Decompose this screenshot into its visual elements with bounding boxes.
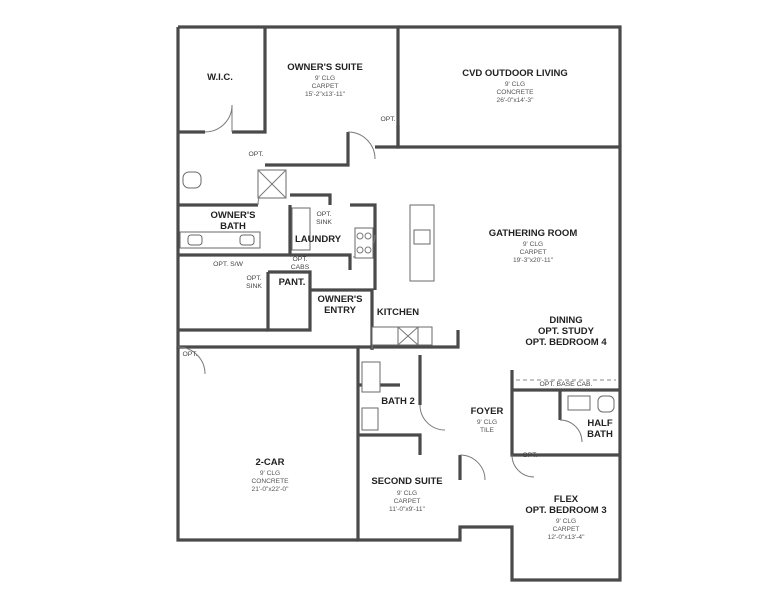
owners-entry-line2: ENTRY xyxy=(324,305,357,316)
gathering-size: 19'-3"x20'-11" xyxy=(513,257,554,264)
range xyxy=(354,227,374,259)
note-opt-garage-door: OPT. xyxy=(182,351,197,358)
note-opt-cabs-1: OPT. xyxy=(292,256,307,263)
half-bath-sink xyxy=(567,395,591,411)
room-owners-bath: OWNER'S BATH xyxy=(210,210,255,232)
half-bath-toilet xyxy=(597,395,615,413)
note-opt-suite-door: OPT. xyxy=(248,151,263,158)
owners-bath-line1: OWNER'S xyxy=(210,210,255,221)
note-opt-outdoor: OPT. xyxy=(380,116,395,123)
note-opt-sink-garage-2: SINK xyxy=(246,283,262,290)
room-foyer: FOYER 9' CLG TILE xyxy=(471,406,504,434)
owners-suite-name: OWNER'S SUITE xyxy=(287,62,363,73)
outdoor-name: CVD OUTDOOR LIVING xyxy=(462,68,568,79)
owners-bath-line2: BATH xyxy=(220,221,246,232)
owners-suite-size: 15'-2"x13'-11" xyxy=(305,91,346,98)
room-labels: W.I.C. OWNER'S SUITE 9' CLG CARPET 15'-2… xyxy=(207,62,613,541)
second-suite-name: SECOND SUITE xyxy=(371,476,442,487)
second-suite-clg: 9' CLG xyxy=(397,490,417,497)
foyer-floor: TILE xyxy=(480,427,495,434)
note-opt-sink-laundry-1: OPT. xyxy=(316,211,331,218)
fixtures xyxy=(179,169,616,431)
note-opt-cabs-2: CABS xyxy=(291,264,310,271)
bath2-vanity xyxy=(361,407,379,431)
foyer-name: FOYER xyxy=(471,406,504,417)
tub xyxy=(361,361,381,393)
outdoor-floor: CONCRETE xyxy=(497,89,535,96)
flex-line2: OPT. BEDROOM 3 xyxy=(525,505,606,516)
room-flex: FLEX OPT. BEDROOM 3 9' CLG CARPET 12'-0"… xyxy=(525,494,606,541)
note-opt-base-cab: OPT. BASE CAB. xyxy=(540,381,593,388)
room-pantry: PANT. xyxy=(279,277,306,288)
garage-clg: 9' CLG xyxy=(260,470,280,477)
sink-right xyxy=(239,234,255,246)
room-outdoor-living: CVD OUTDOOR LIVING 9' CLG CONCRETE 26'-0… xyxy=(462,68,568,104)
second-suite-size: 11'-0"x9'-11" xyxy=(389,506,426,513)
option-notes: OPT. OPT. OPT. SINK OPT. CABS OPT. S/W O… xyxy=(182,116,592,459)
gathering-clg: 9' CLG xyxy=(523,241,543,248)
owners-suite-clg: 9' CLG xyxy=(315,75,335,82)
room-wic: W.I.C. xyxy=(207,72,233,83)
dining-line3: OPT. BEDROOM 4 xyxy=(525,337,607,348)
flex-line1: FLEX xyxy=(554,494,579,505)
room-owners-entry: OWNER'S ENTRY xyxy=(317,294,362,316)
room-kitchen: KITCHEN xyxy=(377,307,419,318)
second-suite-floor: CARPET xyxy=(394,498,421,505)
note-opt-sink-garage-1: OPT. xyxy=(246,275,261,282)
note-opt-flex-door: OPT. xyxy=(522,452,537,459)
note-opt-sw: OPT. S/W xyxy=(213,261,243,268)
garage-size: 21'-0"x22'-0" xyxy=(252,486,290,493)
door-swings xyxy=(177,104,583,481)
half-bath-line1: HALF xyxy=(587,418,613,429)
gathering-name: GATHERING ROOM xyxy=(489,228,578,239)
room-laundry: LAUNDRY xyxy=(295,234,342,245)
outdoor-size: 26'-0"x14'-3" xyxy=(497,97,535,104)
room-second-suite: SECOND SUITE 9' CLG CARPET 11'-0"x9'-11" xyxy=(371,476,442,513)
owners-suite-floor: CARPET xyxy=(312,83,339,90)
flex-floor: CARPET xyxy=(553,526,580,533)
owners-entry-line1: OWNER'S xyxy=(317,294,362,305)
garage-name: 2-CAR xyxy=(255,457,284,468)
room-half-bath: HALF BATH xyxy=(587,418,613,440)
room-owners-suite: OWNER'S SUITE 9' CLG CARPET 15'-2"x13'-1… xyxy=(287,62,363,98)
foyer-clg: 9' CLG xyxy=(477,419,497,426)
half-bath-line2: BATH xyxy=(587,429,613,440)
gathering-floor: CARPET xyxy=(520,249,547,256)
laundry-counter xyxy=(291,207,311,251)
room-garage: 2-CAR 9' CLG CONCRETE 21'-0"x22'-0" xyxy=(252,457,290,493)
outdoor-clg: 9' CLG xyxy=(505,81,525,88)
room-bath2: BATH 2 xyxy=(381,396,415,407)
dining-line2: OPT. STUDY xyxy=(538,326,595,337)
flex-clg: 9' CLG xyxy=(556,518,576,525)
room-gathering: GATHERING ROOM 9' CLG CARPET 19'-3"x20'-… xyxy=(489,228,578,264)
island-sink xyxy=(413,229,431,245)
room-dining: DINING OPT. STUDY OPT. BEDROOM 4 xyxy=(525,315,607,348)
flex-size: 12'-0"x13'-4" xyxy=(548,534,586,541)
sink-left xyxy=(187,234,203,246)
toilet xyxy=(182,171,202,189)
note-opt-sink-laundry-2: SINK xyxy=(316,219,332,226)
dining-line1: DINING xyxy=(549,315,582,326)
garage-floor: CONCRETE xyxy=(252,478,290,485)
